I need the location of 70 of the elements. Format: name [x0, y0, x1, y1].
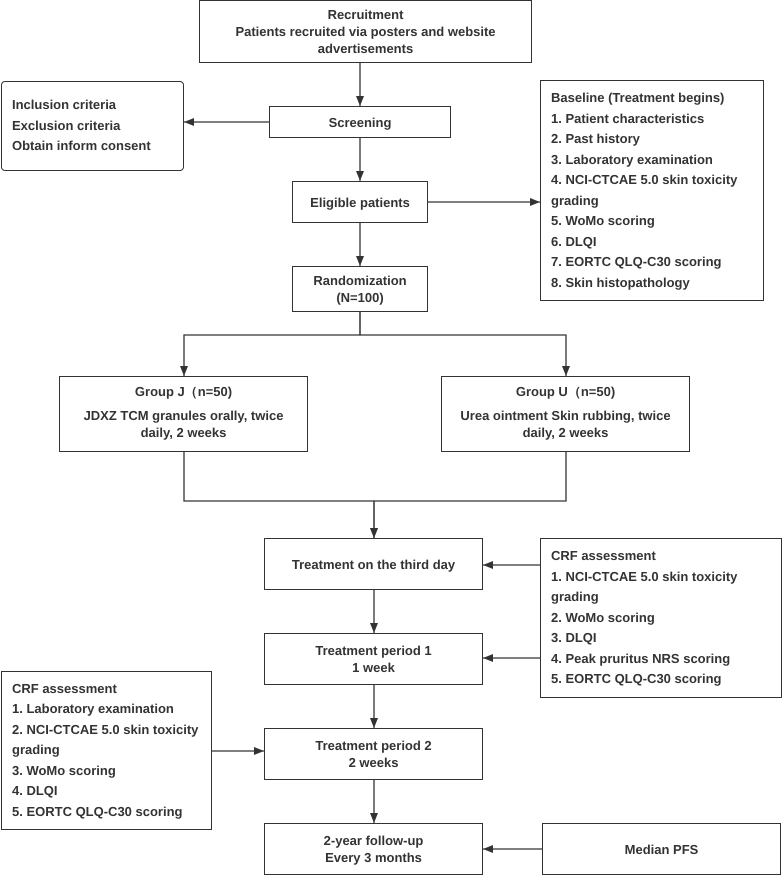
arrow [356, 138, 364, 181]
box-text: Median PFS [624, 840, 698, 858]
arrow [370, 780, 378, 823]
box-heading: Recruitment [328, 6, 404, 23]
box-text: 4. Peak pruritus NRS scoring [551, 650, 730, 668]
process-box [264, 823, 483, 875]
group-box [441, 376, 690, 452]
box-text: 3. DLQI [551, 629, 597, 648]
arrow [370, 685, 378, 728]
box-text: 2. WoMo scoring [551, 608, 655, 627]
box-heading: Baseline (Treatment begins) [551, 89, 724, 107]
box-text: 4. NCI-CTCAE 5.0 skin toxicity grading [551, 171, 738, 210]
box-heading: 2-year follow-up [324, 832, 424, 849]
box-text: 3. WoMo scoring [12, 762, 116, 780]
box-heading: CRF assessment [551, 547, 656, 566]
list-box [540, 538, 782, 698]
box-text: Urea ointment Skin rubbing, twice daily, 2 weeks [459, 407, 672, 441]
box-text: Obtain inform consent [12, 137, 151, 156]
box-heading: Treatment period 1 [315, 642, 432, 659]
box-text: 8. Skin histopathology [551, 274, 690, 292]
box-heading: Inclusion criteria [12, 96, 116, 114]
arrow [370, 590, 378, 633]
arrow [356, 223, 364, 266]
process-box [264, 538, 483, 590]
arrow [483, 561, 540, 569]
box-text: 2 weeks [348, 754, 398, 771]
box-text: 1. Laboratory examination [12, 700, 174, 718]
arrow [428, 198, 540, 206]
box-text: JDXZ TCM granules orally, twice daily, 2 weeks [82, 407, 284, 441]
box-text: Treatment on the third day [292, 556, 456, 572]
box-heading: Group J（n=50) [134, 383, 232, 400]
process-box [292, 181, 428, 223]
box-text: Randomization (N=100) [312, 272, 408, 306]
box-text: 4. DLQI [12, 782, 58, 800]
box-text: Patients recruited via posters and website advertisements [234, 23, 497, 57]
process-box [292, 266, 428, 312]
arrow [359, 312, 570, 376]
arrow [212, 747, 264, 755]
box-text: 7. EORTC QLQ-C30 scoring [551, 253, 722, 271]
process-box [269, 106, 451, 138]
box-text: 6. DLQI [551, 232, 597, 250]
process-box [264, 728, 483, 780]
arrow [483, 845, 542, 853]
process-box [199, 0, 532, 63]
box-text: Screening [328, 114, 392, 130]
list-box [1, 671, 212, 830]
list-box [540, 80, 764, 301]
box-heading: Group U（n=50) [516, 383, 616, 400]
arrow [356, 63, 364, 106]
box-heading: Treatment period 2 [315, 737, 432, 754]
box-text: 5. WoMo scoring [551, 212, 655, 230]
box-text: 5. EORTC QLQ-C30 scoring [551, 670, 722, 688]
box-text: 2. NCI-CTCAE 5.0 skin toxicity grading [12, 720, 200, 760]
box-text: Eligible patients [310, 194, 410, 210]
process-box [264, 633, 483, 685]
box-text: Every 3 months [325, 849, 422, 866]
arrow [370, 452, 567, 538]
box-text: 1 week [352, 659, 395, 676]
box-text: 1. Patient characteristics [551, 110, 704, 128]
box-heading: CRF assessment [12, 680, 117, 698]
list-box [1, 81, 184, 171]
box-text: 3. Laboratory examination [551, 150, 713, 169]
box-text: Exclusion criteria [12, 116, 120, 135]
box-text: 1. NCI-CTCAE 5.0 skin toxicity grading [551, 568, 738, 606]
arrow [483, 654, 540, 662]
group-box [59, 376, 308, 452]
box-text: 5. EORTC QLQ-C30 scoring [12, 802, 182, 821]
box-text: 2. Past history [551, 130, 640, 148]
arrow [184, 118, 269, 126]
process-box [542, 823, 781, 875]
